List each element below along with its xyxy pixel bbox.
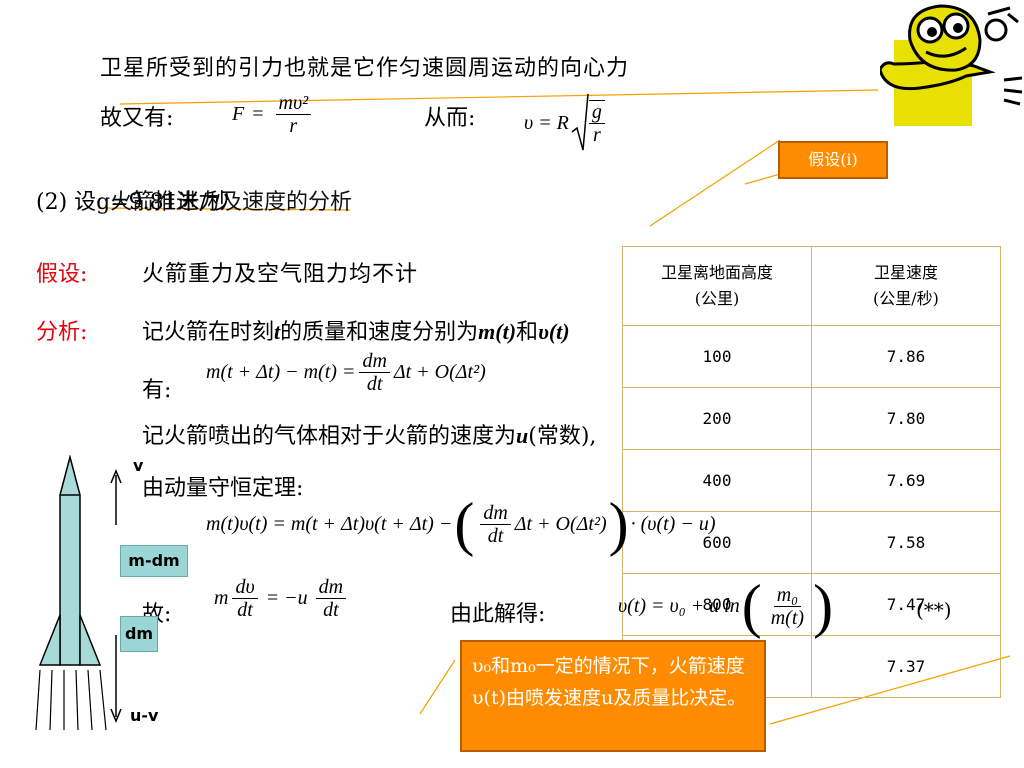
gas-text: 记火箭喷出的气体相对于火箭的速度为	[142, 424, 517, 449]
dt-denominator-2: dt	[323, 599, 339, 621]
momentum-dt: dt	[487, 524, 504, 547]
dv-numerator: dυ	[232, 576, 258, 599]
fraction-denominator: r	[289, 115, 298, 137]
fenxi-sentence: 记火箭在时刻 t 的质量和速度分别为 m(t) 和 υ(t)	[142, 314, 570, 346]
mass-ratio-fraction: m₀ m(t)	[768, 584, 807, 629]
momentum-tail: · (υ(t) − u)	[630, 512, 716, 535]
fraction-numerator: mυ²	[275, 92, 312, 115]
header-altitude-line2: (公里)	[694, 289, 740, 308]
rocket-u-v-label: u-v	[130, 706, 159, 725]
dv-dt-fraction: dυ dt	[232, 576, 258, 621]
formula-force: F = mυ² r	[232, 92, 315, 137]
altitude-cell: 400	[622, 449, 812, 512]
cong-er-label: 从而:	[424, 106, 476, 131]
altitude-cell: 600	[622, 511, 812, 574]
mass-function: m(t)	[478, 319, 517, 344]
speed-cell: 7.58	[811, 511, 1001, 574]
rocket-v-label: v	[133, 456, 144, 475]
jiashe-text: 火箭重力及空气阻力均不计	[142, 262, 419, 287]
line-gravity-text: 卫星所受到的引力也就是它作匀速圆周运动的向心力	[100, 56, 630, 81]
jie-de-label: 由此解得:	[450, 602, 546, 627]
left-paren-icon: (	[454, 491, 475, 557]
dm-dt-fraction-2: dm dt	[315, 576, 347, 621]
momentum-dm: dm	[480, 502, 511, 525]
speed-cell: 7.69	[811, 449, 1001, 512]
he-conjunction: 和	[516, 320, 539, 345]
altitude-cell: 100	[622, 325, 812, 388]
cartoon-mascot	[880, 4, 1023, 126]
dm-numerator-2: dm	[315, 576, 347, 599]
table-header-row: 卫星离地面高度 (公里) 卫星速度 (公里/秒)	[622, 246, 1001, 326]
centripetal-fraction: mυ² r	[275, 92, 312, 137]
double-star-tag: (**)	[916, 598, 952, 622]
right-paren-icon-2: )	[813, 573, 834, 639]
momentum-rhs: Δt + O(Δt²)	[514, 512, 607, 535]
header-altitude-line1: 卫星离地面高度	[660, 263, 773, 283]
formula-velocity: υ = R g r	[524, 92, 609, 154]
gas-const: (常数),	[528, 424, 597, 449]
mass-lhs: m(t + Δt) − m(t) =	[206, 361, 356, 383]
speed-cell: 7.37	[811, 635, 1001, 698]
gas-sentence: 记火箭喷出的气体相对于火箭的速度为 u (常数),	[142, 418, 596, 450]
solution-lhs: υ(t) = υ₀ + u ln	[618, 594, 740, 617]
speed-cell: 7.80	[811, 387, 1001, 450]
header-speed-line1: 卫星速度	[873, 263, 938, 283]
momentum-label: 由动量守恒定理:	[142, 476, 304, 501]
velocity-lhs: υ = R	[524, 111, 569, 134]
dt-denominator: dt	[366, 373, 383, 395]
rocket-dm-label: dm	[120, 616, 158, 652]
m-symbol: m	[214, 587, 229, 609]
neg-u: = −u	[265, 587, 308, 609]
fenxi-label: 分析:	[36, 320, 88, 345]
m0-numerator: m₀	[773, 584, 802, 607]
fenxi-text-a: 记火箭在时刻	[142, 320, 275, 345]
sqrt-icon	[571, 93, 589, 151]
header-altitude: 卫星离地面高度 (公里)	[622, 246, 812, 326]
dm-dt-fraction: dm dt	[359, 350, 390, 395]
conclusion-note: υ₀和m₀一定的情况下，火箭速度υ(t)由喷发速度u及质量比决定。	[460, 640, 766, 752]
speed-cell: 7.86	[811, 325, 1001, 388]
dm-numerator: dm	[359, 350, 390, 373]
gu-you-label: 故又有:	[100, 106, 174, 131]
fenxi-text-b: 的质量和速度分别为	[280, 320, 479, 345]
rocket-diagram	[35, 455, 122, 731]
header-speed-line2: (公里/秒)	[873, 289, 939, 308]
velocity-function: υ(t)	[538, 319, 570, 344]
altitude-cell: 200	[622, 387, 812, 450]
sqrt-numerator: g	[588, 101, 605, 124]
speed-cell: 7.47	[811, 573, 1001, 636]
section-heading-overlap: 火箭推进力及速度的分析	[110, 190, 353, 215]
rocket-m-dm-label: m-dm	[120, 545, 188, 577]
dv-denominator: dt	[237, 599, 253, 621]
formula-momentum: m(t)υ(t) = m(t + Δt)υ(t + Δt) − ( dm dt …	[206, 494, 715, 554]
formula-solution: υ(t) = υ₀ + u ln ( m₀ m(t) )	[618, 576, 835, 636]
mt-denominator: m(t)	[770, 606, 805, 629]
u-variable: u	[516, 423, 529, 448]
right-paren-icon: )	[608, 491, 629, 557]
header-speed: 卫星速度 (公里/秒)	[811, 246, 1001, 326]
jiashe-label: 假设:	[36, 262, 88, 287]
equals-sign: =	[252, 103, 264, 125]
section-heading: (2) 设g=9.81米/秒	[36, 190, 230, 215]
momentum-dm-dt: dm dt	[480, 502, 511, 547]
t-variable: t	[274, 319, 281, 344]
sqrt-denominator: r	[593, 124, 601, 146]
formula-mass-change: m(t + Δt) − m(t) = dm dt Δt + O(Δt²)	[206, 350, 486, 395]
assumption-tag: 假设(i)	[778, 141, 888, 179]
altitude-cell: 800	[622, 573, 812, 636]
formula-differential: m dυ dt = −u dm dt	[214, 576, 350, 621]
momentum-lhs: m(t)υ(t) = m(t + Δt)υ(t + Δt) −	[206, 512, 453, 535]
sqrt-fraction: g r	[588, 100, 605, 146]
force-symbol: F	[232, 103, 245, 125]
left-paren-icon-2: (	[741, 573, 762, 639]
you-label: 有:	[142, 378, 172, 403]
mass-rhs: Δt + O(Δt²)	[393, 361, 486, 383]
